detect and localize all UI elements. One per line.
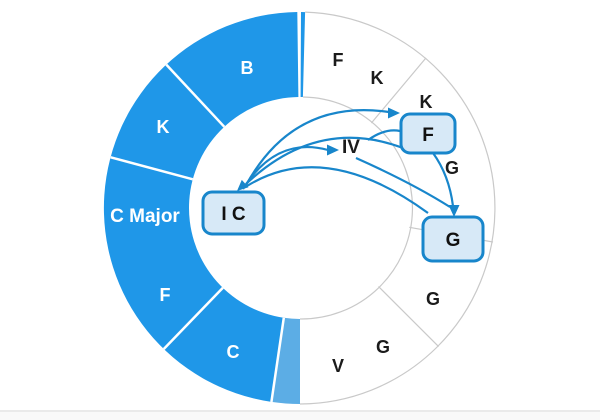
arrow-g-box-to-ic [246, 166, 429, 214]
arrowhead-at-ic-box [237, 179, 249, 191]
white-segment-labels: F K K G G G V [332, 50, 459, 376]
chord-box-ic[interactable] [201, 190, 266, 236]
arrowheads [237, 107, 460, 217]
arrow-f-box-to-ic [245, 136, 404, 185]
top-thin-blue-segment [300, 12, 306, 97]
white-label-v-bottom: V [332, 356, 344, 376]
white-label-g-right: G [445, 158, 459, 178]
white-label-k-top: K [371, 68, 384, 88]
arrow-iv-to-f-box [367, 129, 401, 141]
white-label-g-lower: G [426, 289, 440, 309]
segment-divider [110, 156, 194, 181]
segment-divider [370, 57, 427, 124]
outer-ring-arc [299, 11, 496, 405]
white-label-g-bottom: G [376, 337, 390, 357]
segment-label-k: K [157, 117, 170, 137]
white-label-f-top: F [333, 50, 344, 70]
white-half-outline [299, 11, 496, 405]
arrow-iv-to-g-box [355, 156, 451, 208]
white-label-k-right: K [420, 92, 433, 112]
chord-box-g-label: G [446, 230, 461, 251]
chord-boxes: I C F G [201, 112, 485, 263]
footer-strip [0, 410, 600, 420]
segment-divider [378, 286, 440, 348]
segment-label-f: F [160, 285, 171, 305]
blue-segment-labels: B K C Major F C [110, 58, 253, 362]
ring-wedges [103, 12, 306, 404]
footer-background [0, 412, 600, 420]
blue-key-region [103, 12, 299, 402]
arrow-f-box-to-g-box [432, 152, 455, 207]
arrowhead-at-f-box [388, 107, 400, 119]
chord-box-ic-label: I C [221, 204, 246, 225]
chord-box-f[interactable] [399, 112, 457, 155]
arrowhead-at-iv [327, 144, 339, 156]
roman-numeral-iv: IV [342, 137, 360, 158]
bottom-light-blue-segment [271, 317, 300, 404]
segment-divider [165, 63, 226, 128]
arrowhead-at-g-box [448, 205, 460, 217]
chord-box-g[interactable] [421, 215, 485, 263]
arrow-ic-to-f-box [244, 109, 390, 188]
blue-segment-dividers [110, 63, 286, 403]
segment-divider [270, 317, 286, 403]
chord-box-f-label: F [422, 125, 434, 146]
segment-label-c: C [227, 342, 240, 362]
segment-label-c-major: C Major [110, 206, 180, 227]
progression-arrows [242, 109, 455, 214]
segment-label-b: B [241, 58, 254, 78]
segment-divider [162, 286, 224, 350]
